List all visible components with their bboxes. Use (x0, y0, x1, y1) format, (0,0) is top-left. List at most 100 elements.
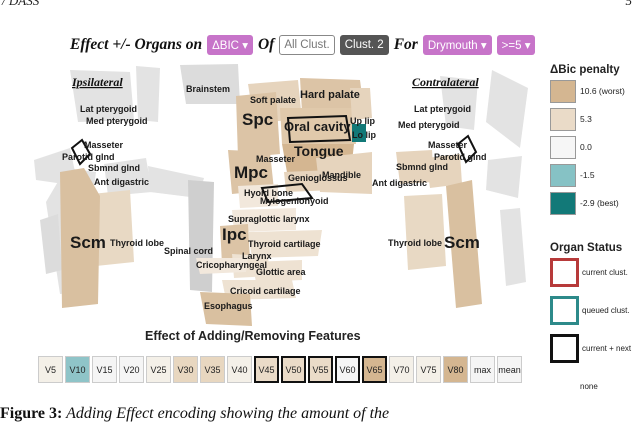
label-contra-med-pterygoid: Med pterygoid (398, 120, 460, 130)
metric-dropdown[interactable]: ΔBIC ▾ (207, 35, 253, 55)
feature-cell[interactable]: V5 (38, 356, 63, 383)
organ-contra-sbmnd[interactable] (396, 150, 434, 184)
organ-crico[interactable] (196, 258, 248, 274)
organ-spc[interactable] (236, 92, 280, 158)
status-swatch (550, 258, 579, 287)
feature-cell[interactable]: V65 (362, 356, 387, 383)
chevron-down-icon: ▾ (480, 40, 487, 52)
organ-spinal-cord[interactable] (188, 180, 214, 292)
label-contra-antdig: Ant digastric (372, 178, 427, 188)
filter-sentence: Effect +/- Organs on ΔBIC ▾ Of All Clust… (70, 33, 536, 57)
feature-cell[interactable]: mean (497, 356, 522, 383)
features-title: Effect of Adding/Removing Features (145, 329, 361, 343)
label-ipsi-parotid: Parotid glnd (62, 152, 115, 162)
label-mylogeniohyoid: Mylogeniohyoid (260, 196, 329, 206)
feature-cell[interactable]: V45 (254, 356, 279, 383)
label-ipsi-med-pterygoid: Med pterygoid (86, 116, 148, 126)
feature-cell[interactable]: V35 (200, 356, 225, 383)
symptom-dropdown[interactable]: Drymouth ▾ (422, 35, 492, 55)
label-mpc: Mpc (234, 163, 268, 182)
organ-contra-lat-pt-bg[interactable] (440, 76, 478, 130)
organ-ipc[interactable] (220, 224, 250, 264)
status-outline-ipsi-parotid (70, 138, 92, 166)
organ-contra-parotid-bg[interactable] (486, 70, 528, 148)
label-hard-palate: Hard palate (300, 89, 360, 101)
status-label: current + next (582, 344, 632, 353)
status-outline-oral-cavity (286, 114, 352, 144)
feature-cell[interactable]: V30 (173, 356, 198, 383)
label-spinal-cord: Spinal cord (164, 246, 213, 256)
label-ipsi-scm: Scm (70, 233, 106, 252)
organ-hard-palate[interactable] (300, 78, 364, 112)
feature-cell[interactable]: V50 (281, 356, 306, 383)
label-contra-sbmnd: Sbmnd glnd (396, 162, 448, 172)
status-label: queued clust. (582, 306, 630, 315)
organ-ipsi-lat-pterygoid[interactable] (70, 70, 134, 122)
label-genioglossus: Genioglossus (288, 173, 348, 183)
organ-mpc[interactable] (228, 150, 274, 194)
label-contra-lat-pterygoid: Lat pterygoid (414, 104, 471, 114)
label-larynx: Larynx (242, 251, 272, 261)
feature-cell[interactable]: V40 (227, 356, 252, 383)
organ-contra-scm[interactable] (446, 180, 482, 308)
feature-cell[interactable]: V75 (416, 356, 441, 383)
feature-cell[interactable]: max (470, 356, 495, 383)
label-esophagus: Esophagus (204, 301, 253, 311)
metric-dropdown-label: ΔBIC (212, 40, 239, 52)
feature-cell[interactable]: V60 (335, 356, 360, 383)
status-label: current clust. (582, 268, 628, 277)
organ-up-lip[interactable] (350, 88, 372, 120)
contralateral-header: Contralateral (412, 75, 479, 89)
legend-swatch (550, 136, 576, 159)
organ-ipsi-parotid-bg[interactable] (40, 214, 62, 274)
ipsilateral-header: Ipsilateral (71, 75, 123, 89)
organ-lo-lip[interactable] (352, 124, 366, 142)
organ-thyroid-cartilage[interactable] (248, 230, 322, 258)
legend-label: 5.3 (580, 114, 592, 124)
label-spc: Spc (242, 110, 273, 129)
feature-cell[interactable]: V55 (308, 356, 333, 383)
feature-cell[interactable]: V10 (65, 356, 90, 383)
organ-ipsi-med-pterygoid[interactable] (136, 66, 160, 122)
organ-contra-scm-bg[interactable] (500, 208, 526, 286)
label-ipsi-thyroid: Thyroid lobe (110, 238, 164, 248)
organ-contra-masseter-bg[interactable] (486, 156, 522, 198)
feature-cell[interactable]: V80 (443, 356, 468, 383)
label-supraglottic: Supraglottic larynx (228, 214, 310, 224)
caption-figure-label: Figure 3: (0, 405, 63, 422)
label-tongue: Tongue (294, 143, 344, 159)
page-header-fragment: / DASS (2, 0, 40, 8)
cluster-2-toggle[interactable]: Clust. 2 (339, 35, 389, 55)
feature-cell[interactable]: V15 (92, 356, 117, 383)
label-ipc: Ipc (222, 225, 247, 244)
legend-swatch (550, 192, 576, 215)
organ-ipsi-thyroid[interactable] (92, 190, 134, 266)
all-clusters-toggle[interactable]: All Clust. (279, 35, 335, 55)
threshold-dropdown[interactable]: >=5 ▾ (496, 35, 536, 55)
label-contra-parotid: Parotid glnd (434, 152, 487, 162)
status-title: Organ Status (550, 242, 623, 254)
label-contra-scm: Scm (444, 233, 480, 252)
label-ipsi-antdig: Ant digastric (94, 177, 149, 187)
legend-label: -1.5 (580, 170, 595, 180)
label-ipsi-lat-pterygoid: Lat pterygoid (80, 104, 137, 114)
organ-contra-masseter[interactable] (426, 154, 462, 188)
label-oral-cavity: Oral cavity (284, 119, 351, 134)
legend-swatch (550, 80, 576, 103)
organ-genioglossus[interactable] (284, 170, 334, 192)
feature-cell[interactable]: V20 (119, 356, 144, 383)
organ-glottic[interactable] (252, 260, 302, 282)
organ-contra-thyroid[interactable] (404, 194, 446, 270)
threshold-dropdown-label: >=5 (501, 40, 522, 52)
organ-esophagus[interactable] (200, 292, 252, 326)
chevron-down-icon: ▾ (242, 40, 248, 52)
status-outline-contra-parotid (456, 134, 478, 164)
organ-ipsi-sbmnd[interactable] (104, 158, 152, 196)
label-thyroid-cartilage: Thyroid cartilage (248, 239, 321, 249)
organ-brainstem[interactable] (180, 64, 240, 104)
feature-cell[interactable]: V25 (146, 356, 171, 383)
organ-ipsi-scm-tan[interactable] (60, 168, 100, 308)
label-hyoid-bone: Hyoid bone (244, 188, 293, 198)
feature-cell[interactable]: V70 (389, 356, 414, 383)
